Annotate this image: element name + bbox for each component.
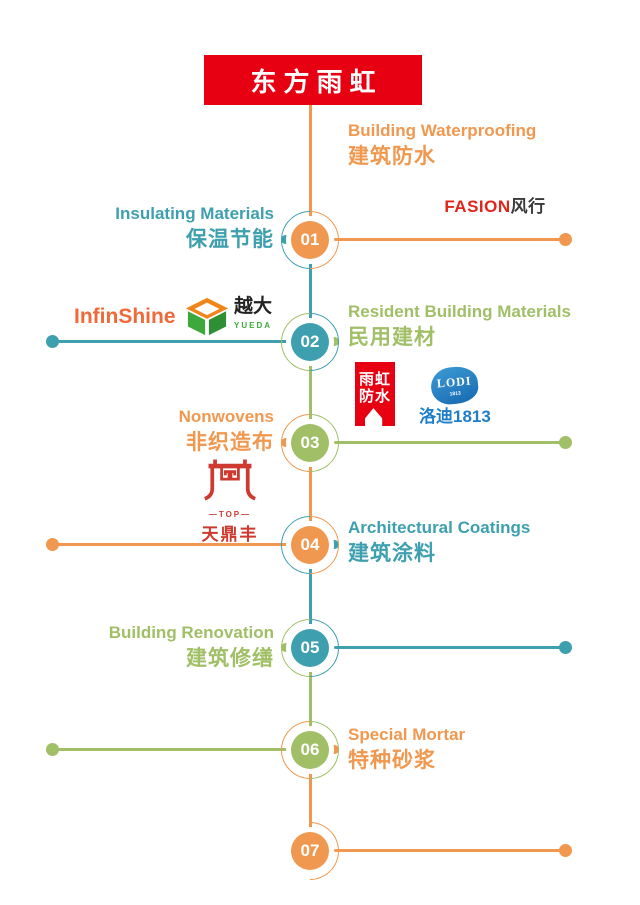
segment-label-en: Building Waterproofing [348, 121, 537, 140]
node-number: 01 [300, 230, 320, 249]
trunk-segment [309, 240, 312, 342]
node-number: 06 [300, 740, 320, 759]
yuhong-ribbon-logo: 雨虹 防水 [355, 362, 395, 426]
segment-label-resident-building-materials: Resident Building Materials 民用建材 [348, 301, 630, 352]
node-number: 02 [300, 332, 320, 351]
lodi-cn-text: 洛迪1813 [419, 407, 491, 426]
yueda-box-icon [186, 297, 228, 336]
segment-label-en: Insulating Materials [115, 204, 274, 223]
branch-end-dot [559, 641, 572, 654]
lodi-wordmark: LODI [436, 373, 473, 391]
node-02: 02 [268, 300, 352, 384]
node-number: 03 [300, 433, 320, 452]
node-06: 06 [268, 708, 352, 792]
segment-label-zh: 特种砂浆 [348, 749, 436, 773]
node-05: 05 [268, 606, 352, 690]
fasion-wordmark: FASION [444, 197, 511, 216]
node-ring [268, 809, 352, 893]
infinshine-wordmark: InfinShine [74, 305, 176, 328]
branch-end-dot [46, 538, 59, 551]
branch-end-dot [559, 436, 572, 449]
tiandingfeng-logo: —TOP— 天鼎丰 [198, 458, 262, 545]
node-01: 01 [268, 198, 352, 282]
fasion-cn: 风行 [510, 197, 546, 216]
branch-end-dot [559, 844, 572, 857]
fasion-logo: FASION风行 [428, 192, 562, 217]
yueda-latin: YUEDA [234, 320, 273, 330]
node-07: 07 [268, 809, 352, 893]
node-ring [268, 503, 352, 587]
branch-line [53, 543, 289, 546]
branch-line [53, 748, 289, 751]
segment-label-en: Nonwovens [178, 407, 274, 426]
trunk-segment [309, 105, 312, 240]
segment-label-zh: 建筑涂料 [348, 542, 436, 566]
branch-line [53, 340, 289, 343]
segment-label-en: Architectural Coatings [348, 518, 531, 537]
branch-line [334, 646, 562, 649]
trunk-segment [309, 648, 312, 750]
segment-label-en: Building Renovation [108, 623, 274, 642]
yueda-logo: 越大 YUEDA [186, 296, 273, 337]
infinshine-logo: InfinShine [74, 305, 176, 329]
tdf-top-text: —TOP— [208, 510, 252, 519]
branch-end-dot [46, 743, 59, 756]
segment-label-zh: 非织造布 [186, 431, 274, 455]
node-side-dot [330, 337, 339, 346]
branch-line [334, 238, 562, 241]
node-ring [268, 300, 352, 384]
node-side-dot [330, 540, 339, 549]
segment-label-en: Resident Building Materials [348, 302, 571, 321]
node-ring [268, 198, 352, 282]
segment-label-building-renovation: Building Renovation 建筑修缮 [0, 622, 274, 673]
node-side-dot [281, 643, 290, 652]
company-title: 东方雨虹 [250, 66, 383, 97]
ding-vessel-icon [204, 459, 256, 501]
node-side-dot [281, 438, 290, 447]
node-side-dot [330, 745, 339, 754]
trunk-segment [309, 750, 312, 851]
lodi-year: 1813 [449, 389, 462, 397]
trunk-segment [309, 342, 312, 443]
yuhong-line2: 防水 [358, 388, 391, 406]
node-side-dot [281, 235, 290, 244]
branch-end-dot [559, 233, 572, 246]
segment-label-zh: 民用建材 [348, 326, 436, 350]
segment-label-nonwovens: Nonwovens 非织造布 [0, 406, 274, 457]
node-number: 04 [300, 535, 320, 554]
segment-label-building-waterproofing: Building Waterproofing 建筑防水 [348, 120, 630, 171]
node-04: 04 [268, 503, 352, 587]
trunk-segment [309, 443, 312, 545]
segment-label-architectural-coatings: Architectural Coatings 建筑涂料 [348, 517, 630, 568]
segment-label-en: Special Mortar [348, 725, 466, 744]
branch-end-dot [46, 335, 59, 348]
trunk-segment [309, 545, 312, 648]
node-03: 03 [268, 401, 352, 485]
branch-line [334, 441, 562, 444]
node-ring [268, 401, 352, 485]
node-number: 07 [300, 841, 320, 860]
segment-label-zh: 保温节能 [186, 228, 274, 252]
company-banner: 东方雨虹 [204, 55, 422, 105]
segment-label-insulating-materials: Insulating Materials 保温节能 [0, 203, 274, 254]
node-ring [268, 708, 352, 792]
yuhong-line1: 雨虹 [358, 371, 391, 388]
lodi-blob-logo: LODI 1813 [429, 365, 480, 406]
yueda-cn: 越大 [234, 296, 273, 317]
segment-label-special-mortar: Special Mortar 特种砂浆 [348, 724, 630, 775]
node-ring [268, 606, 352, 690]
lodi-cn-wordmark: 洛迪1813 [419, 402, 491, 427]
node-number: 05 [300, 638, 320, 657]
segment-label-zh: 建筑防水 [348, 145, 436, 169]
branch-line [334, 849, 562, 852]
tdf-cn-wordmark: 天鼎丰 [201, 525, 259, 544]
segment-label-zh: 建筑修缮 [186, 647, 274, 671]
